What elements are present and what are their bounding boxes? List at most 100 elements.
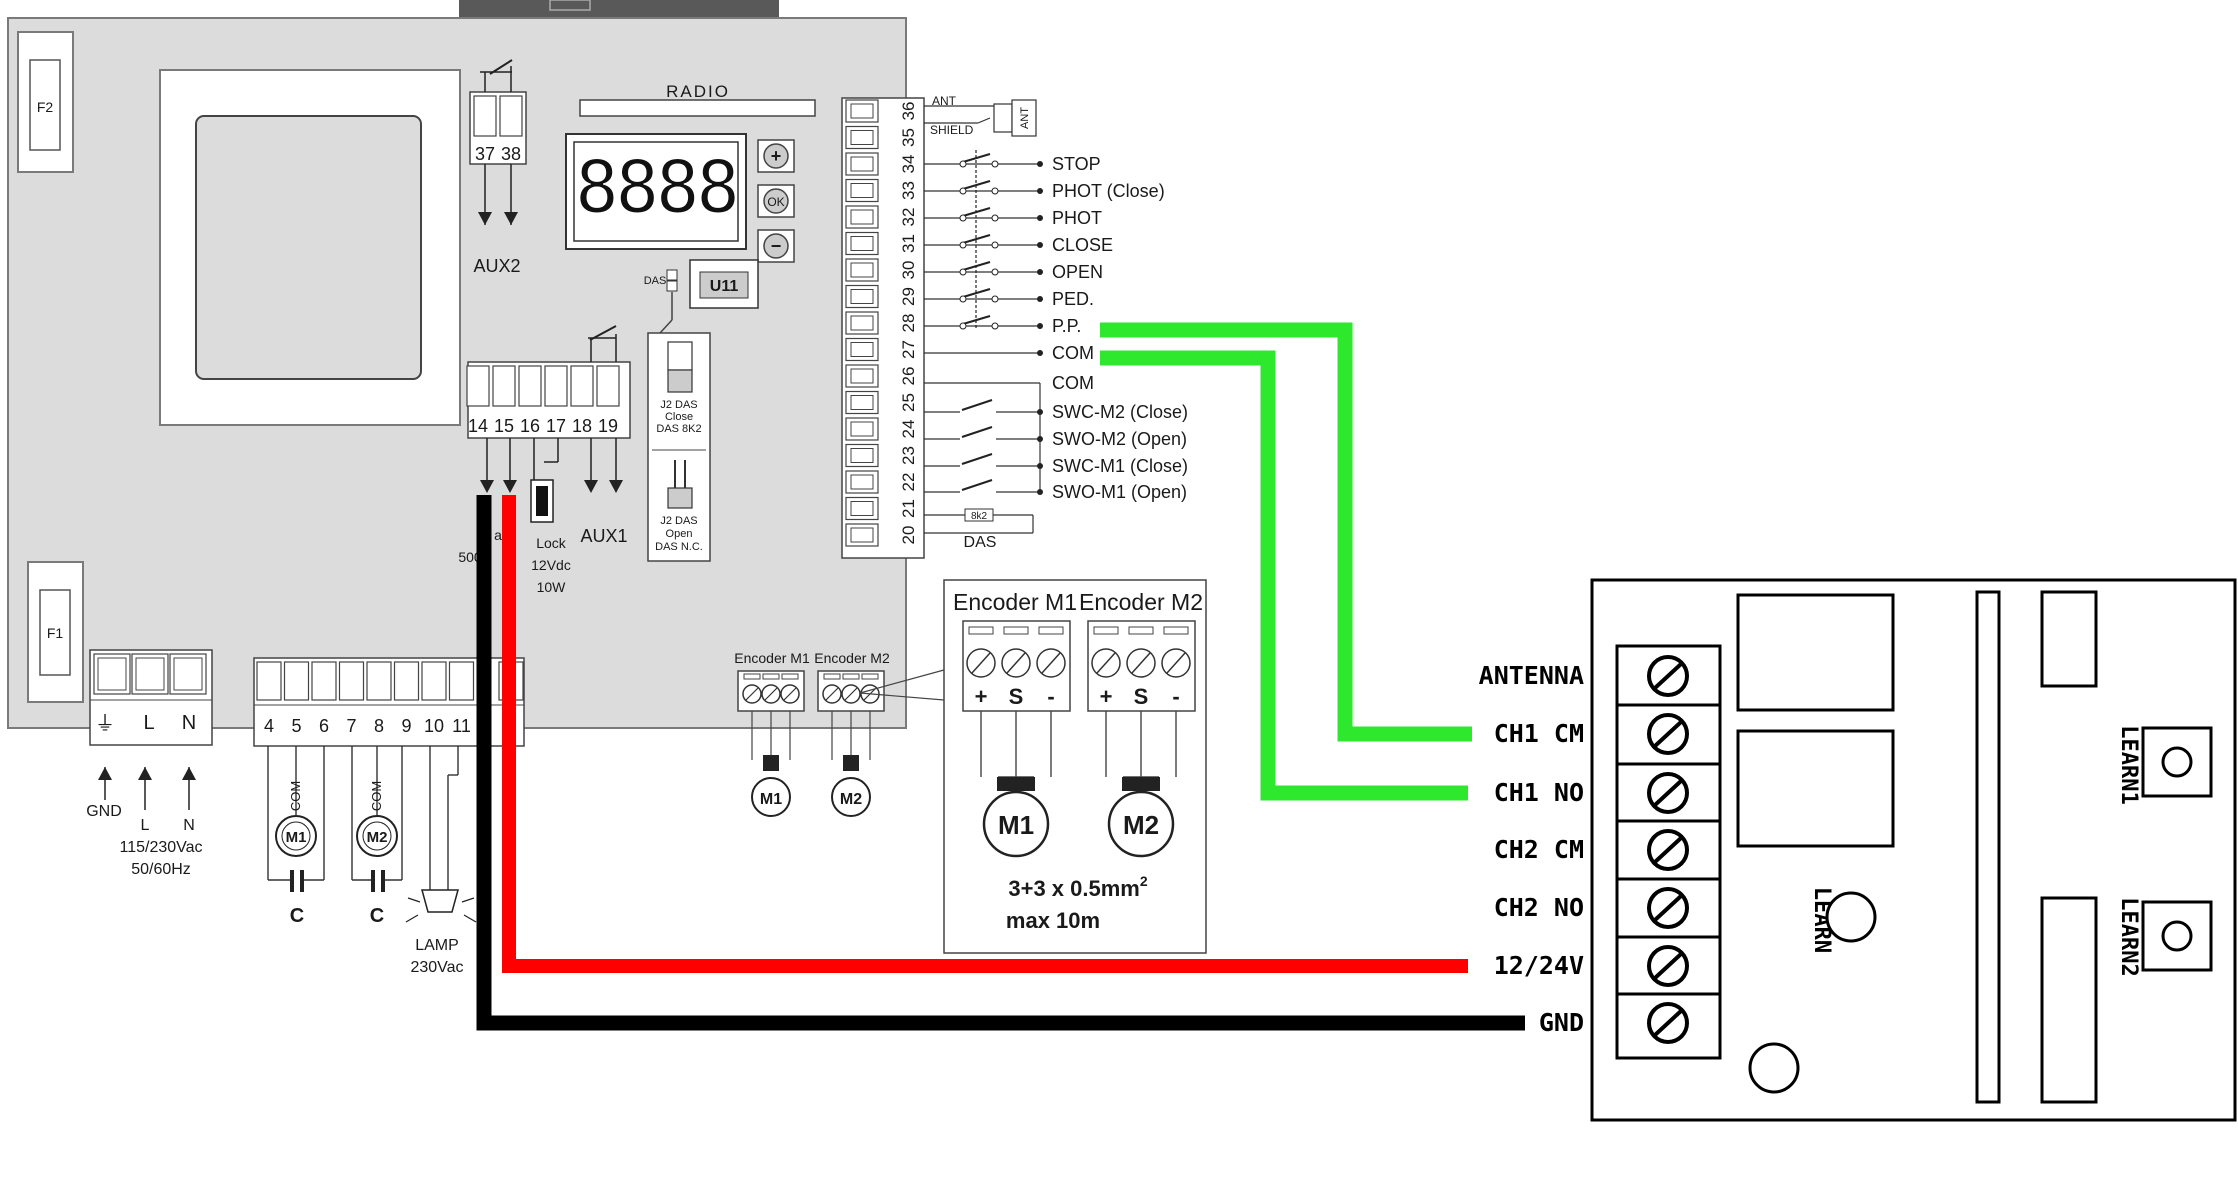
receiver-terminal-5: 12/24V [1494, 951, 1584, 980]
strip-terminal-35: 35 [899, 128, 918, 147]
fuse-f1: F1 [27, 561, 84, 703]
strip-terminal-20: 20 [899, 526, 918, 545]
receiver-screw-slot-6 [1653, 1009, 1683, 1037]
motor-terminal-9-slot [393, 661, 420, 701]
motor-terminal-6-slot [311, 661, 337, 701]
encoder-m1-pin-1: S [1009, 684, 1024, 709]
input-contact-b-5 [991, 295, 999, 303]
learn2-button[interactable] [2141, 900, 2213, 972]
small-encoder-tab-2 [781, 673, 799, 680]
terminal-16-slot [518, 365, 542, 407]
receiver-screw-slot-2 [1653, 779, 1683, 807]
receiver-screw-slot-1 [1653, 720, 1683, 748]
input-contact-a-1 [959, 187, 967, 195]
input-node-4 [1037, 269, 1043, 275]
learn2-label: LEARN2 [2116, 897, 2141, 976]
input-contact-b-2 [991, 214, 999, 222]
switch-label-0: COM [1052, 373, 1094, 393]
terminal-38: 38 [501, 144, 521, 164]
encoder-connectors-small: Encoder M1 Encoder M2 M1 M2 [734, 650, 945, 817]
motor-terminal-11-slot [448, 661, 475, 701]
receiver-screw-slot-3 [1653, 836, 1683, 864]
terminal-17: 17 [546, 416, 566, 436]
partial-label-500: 500 [458, 549, 482, 565]
jumper-open-line3: DAS N.C. [655, 541, 703, 553]
receiver-terminal-0: ANTENNA [1479, 661, 1584, 690]
strip-screw-36 [850, 103, 874, 119]
motor-terminal-7: 7 [346, 716, 356, 736]
input-contact-a-0 [959, 160, 967, 168]
lamp-label-1: LAMP [415, 937, 459, 954]
input-contact-b-6 [991, 322, 999, 330]
strip-screw-20 [850, 527, 874, 543]
switch-label-4: SWO-M1 (Open) [1052, 482, 1187, 502]
input-contact-a-3 [959, 241, 967, 249]
small-encoder-tab-0 [743, 673, 761, 680]
input-label-0: STOP [1052, 154, 1101, 174]
cable-spec-superscript: 2 [1140, 873, 1148, 889]
terminal-14: 14 [468, 416, 488, 436]
aux1-label: AUX1 [580, 526, 627, 546]
encoder-m2-screw-slot-2 [1166, 652, 1186, 674]
motor-terminal-7-slot [338, 661, 365, 701]
switch-node-3 [1037, 463, 1043, 469]
strip-screw-29 [850, 289, 874, 304]
wires [476, 322, 1525, 1031]
switch-label-3: SWC-M1 (Close) [1052, 456, 1188, 476]
strip-terminal-36: 36 [899, 102, 918, 121]
motor-m2-wiring-label: M2 [367, 829, 388, 846]
ok-button[interactable]: OK [757, 184, 795, 218]
aux2-label: AUX2 [473, 256, 520, 276]
input-node-5 [1037, 296, 1043, 302]
switch-label-2: SWO-M2 (Open) [1052, 429, 1187, 449]
minus-button[interactable]: − [757, 229, 795, 263]
ant-line-label: ANT [932, 94, 957, 108]
gnd-arrow-label: GND [86, 803, 122, 820]
input-label-1: PHOT (Close) [1052, 181, 1165, 201]
plus-button[interactable]: + [757, 139, 795, 173]
terminal-18-slot [570, 365, 594, 407]
small-encoder-slot-0 [745, 687, 759, 701]
switch-contact-1 [961, 399, 993, 411]
switch-node-2 [1037, 436, 1043, 442]
motor-terminal-4: 4 [264, 716, 274, 736]
strip-screw-24 [850, 421, 874, 437]
live-terminal-label: L [143, 712, 154, 734]
encoder-m2-cable-gland [1122, 777, 1160, 791]
input-contact-a-6 [959, 322, 967, 330]
input-node-7 [1037, 350, 1043, 356]
lock-label-3: 10W [537, 579, 567, 595]
motor-terminal-5-slot [283, 661, 310, 701]
encoder-m1-screw-slot-1 [1006, 652, 1026, 674]
terminal-17-slot [544, 365, 568, 407]
encoder-m2-tab-2 [1163, 626, 1189, 635]
switch-node-4 [1037, 489, 1043, 495]
m2-com-label: COM [369, 781, 384, 811]
motor-terminal-8: 8 [374, 716, 384, 736]
encoder-m1-screw-slot-2 [1041, 652, 1061, 674]
input-node-3 [1037, 242, 1043, 248]
receiver-terminal-6: GND [1539, 1008, 1584, 1037]
input-node-6 [1037, 323, 1043, 329]
small-encoder-tab-3 [823, 673, 841, 680]
encoder-detail-panel: Encoder M1 Encoder M2 +S-M1+S-M2 3+3 x 0… [943, 579, 1207, 954]
control-board: F2 F1 37 38 AUX2 [7, 0, 1188, 976]
display: 8888 [565, 133, 747, 250]
strip-screw-27 [850, 342, 874, 357]
encoder-m2-motor [1107, 790, 1175, 858]
capacitor-m2-label: C [370, 905, 384, 927]
partial-label-a: a [494, 527, 502, 543]
learn1-label: LEARN1 [2116, 725, 2141, 804]
motor-terminal-4-slot [256, 661, 282, 701]
plus-button-label: + [771, 146, 782, 166]
strip-terminal-26: 26 [899, 367, 918, 386]
encoder-m1-pin-2: - [1047, 684, 1054, 709]
encoder-m1-header: Encoder M1 [953, 589, 1077, 615]
strip-screw-25 [850, 395, 874, 410]
small-encoder-slot-3 [825, 687, 839, 701]
radio-module: RADIO [579, 82, 816, 117]
motor-terminal-5: 5 [291, 716, 301, 736]
learn1-button[interactable] [2141, 726, 2213, 798]
